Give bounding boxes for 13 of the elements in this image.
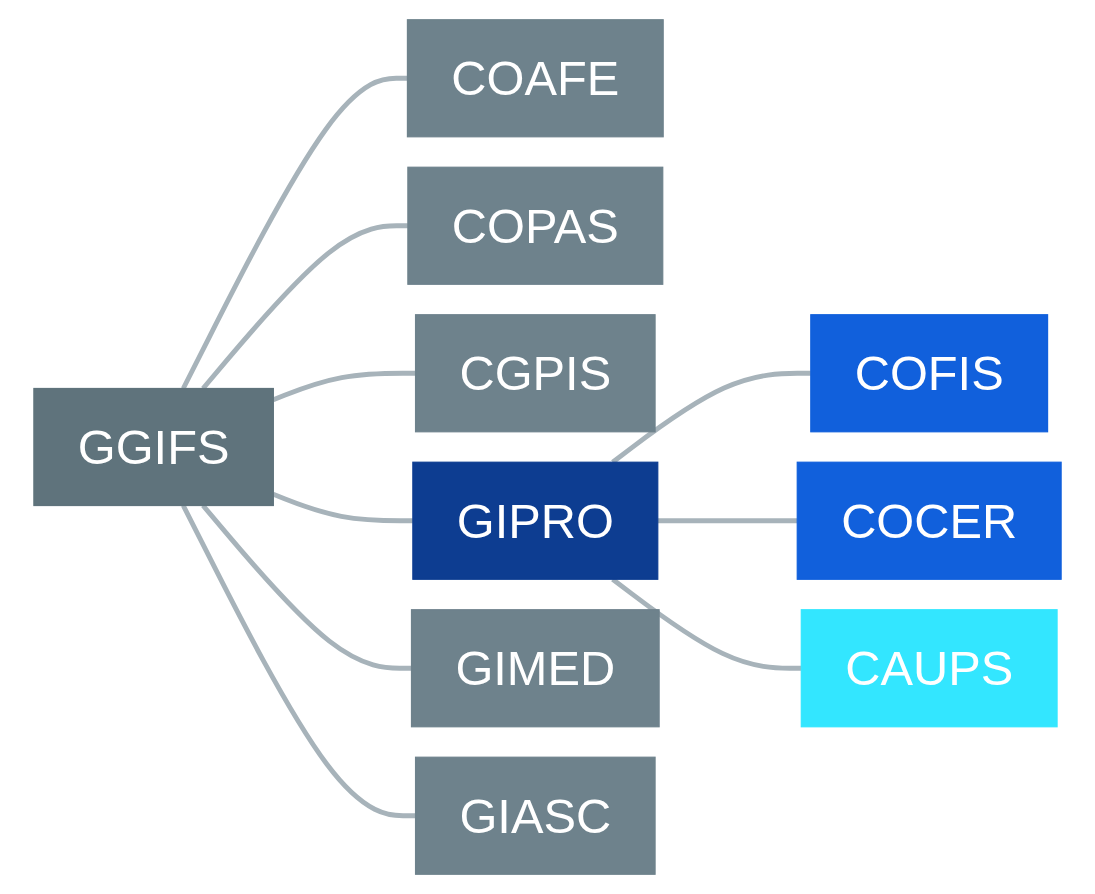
- connector: [181, 75, 408, 390]
- node-box: COCER: [796, 461, 1062, 580]
- node-box: CAUPS: [800, 609, 1058, 728]
- node-box: COPAS: [407, 166, 664, 285]
- node-box: COAFE: [406, 19, 664, 138]
- node-box: GIPRO: [412, 461, 659, 580]
- node-box: GGIFS: [33, 387, 274, 507]
- node-box: COFIS: [810, 314, 1049, 433]
- node-box: GIMED: [410, 609, 660, 728]
- connector: [657, 518, 798, 524]
- node-box: GIASC: [414, 756, 656, 875]
- connector: [181, 504, 416, 819]
- node-box: CGPIS: [414, 314, 656, 433]
